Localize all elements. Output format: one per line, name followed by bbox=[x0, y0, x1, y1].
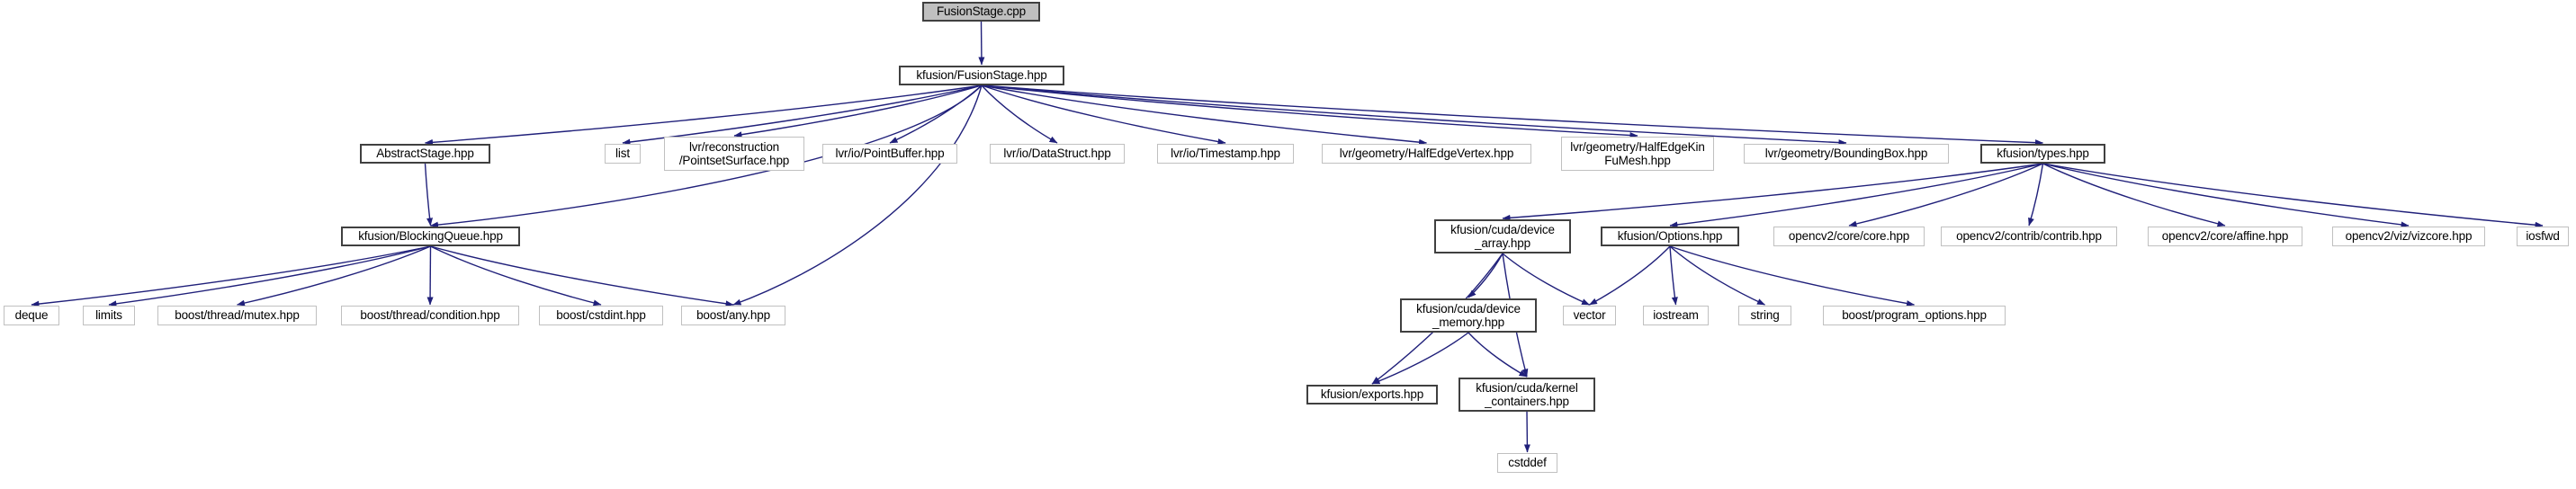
graph-edge-kfusion_blockingqueue--boost_condition bbox=[426, 245, 434, 306]
graph-edge-kfusion_fusionstage_hpp--lvr_halfedgevertex bbox=[981, 84, 1427, 146]
graph-edge-kfusion_fusionstage_hpp--lvr_datastruct bbox=[981, 84, 1058, 144]
graph-edge-kfusion_fusionstage_hpp--lvr_boundingbox bbox=[981, 84, 1847, 147]
graph-node-kfusion_types_hpp[interactable]: kfusion/types.hpp bbox=[1980, 144, 2105, 164]
graph-edge-kfusion_types_hpp--iosfwd bbox=[2042, 163, 2544, 228]
graph-edge-kfusion_blockingqueue--boost_cstdint bbox=[430, 245, 602, 307]
graph-node-lvr_timestamp[interactable]: lvr/io/Timestamp.hpp bbox=[1157, 144, 1294, 164]
graph-node-kfusion_kernel_containers[interactable]: kfusion/cuda/kernel _containers.hpp bbox=[1459, 378, 1595, 412]
graph-edge-kfusion_device_array--vector bbox=[1502, 253, 1590, 306]
graph-edge-kfusion_fusionstage_hpp--lvr_pointbuffer bbox=[889, 84, 983, 144]
graph-edge-kfusion_types_hpp--opencv_core_affine bbox=[2042, 163, 2226, 227]
graph-edge-kfusion_types_hpp--kfusion_options bbox=[1669, 163, 2043, 228]
graph-node-kfusion_options[interactable]: kfusion/Options.hpp bbox=[1601, 227, 1739, 246]
graph-edge-kfusion_types_hpp--opencv_viz_vizcore bbox=[2042, 163, 2410, 228]
graph-node-boost_mutex[interactable]: boost/thread/mutex.hpp bbox=[157, 306, 317, 325]
graph-edge-kfusion_options--vector bbox=[1589, 245, 1671, 306]
graph-edge-kfusion_fusionstage_hpp--lvr_pointsetsurface bbox=[733, 84, 983, 138]
graph-node-boost_condition[interactable]: boost/thread/condition.hpp bbox=[341, 306, 519, 325]
graph-edge-kfusion_blockingqueue--boost_any bbox=[430, 245, 734, 307]
graph-edge-abstractstage_hpp--kfusion_blockingqueue bbox=[424, 163, 433, 227]
graph-edge-kfusion_blockingqueue--limits bbox=[108, 245, 431, 307]
graph-edge-kfusion_types_hpp--opencv_contrib bbox=[2028, 163, 2044, 227]
graph-edge-kfusion_blockingqueue--deque bbox=[31, 245, 431, 307]
graph-node-limits[interactable]: limits bbox=[83, 306, 135, 325]
graph-node-iostream[interactable]: iostream bbox=[1643, 306, 1709, 325]
graph-node-lvr_halfedgevertex[interactable]: lvr/geometry/HalfEdgeVertex.hpp bbox=[1322, 144, 1531, 164]
graph-edge-kfusion_fusionstage_hpp--kfusion_types_hpp bbox=[981, 84, 2043, 147]
graph-edge-kfusion_types_hpp--kfusion_device_array bbox=[1502, 163, 2043, 221]
graph-node-cstddef[interactable]: cstddef bbox=[1497, 453, 1557, 473]
graph-node-lvr_pointbuffer[interactable]: lvr/io/PointBuffer.hpp bbox=[822, 144, 957, 164]
graph-node-opencv_core_core[interactable]: opencv2/core/core.hpp bbox=[1773, 227, 1925, 246]
graph-node-opencv_viz_vizcore[interactable]: opencv2/viz/vizcore.hpp bbox=[2332, 227, 2485, 246]
graph-node-boost_program_options[interactable]: boost/program_options.hpp bbox=[1823, 306, 2006, 325]
graph-edge-kfusion_fusionstage_hpp--kfusion_blockingqueue bbox=[430, 84, 983, 228]
graph-node-list[interactable]: list bbox=[605, 144, 641, 164]
graph-node-string[interactable]: string bbox=[1738, 306, 1791, 325]
graph-edge-kfusion_fusionstage_hpp--list bbox=[622, 84, 983, 146]
graph-node-iosfwd[interactable]: iosfwd bbox=[2517, 227, 2569, 246]
graph-edge-kfusion_types_hpp--opencv_core_core bbox=[1848, 163, 2043, 227]
graph-node-opencv_contrib[interactable]: opencv2/contrib/contrib.hpp bbox=[1941, 227, 2117, 246]
graph-edge-kfusion_fusionstage_hpp--boost_any bbox=[732, 84, 983, 306]
graph-node-abstractstage_hpp[interactable]: AbstractStage.hpp bbox=[360, 144, 490, 164]
graph-edge-kfusion_options--iostream bbox=[1669, 245, 1678, 306]
graph-edge-kfusion_options--string bbox=[1669, 245, 1765, 306]
graph-edge-kfusion_device_memory--kfusion_exports bbox=[1371, 332, 1469, 385]
graph-node-kfusion_device_memory[interactable]: kfusion/cuda/device _memory.hpp bbox=[1400, 298, 1537, 333]
graph-edge-kfusion_device_memory--kfusion_kernel_containers bbox=[1468, 332, 1528, 378]
graph-node-kfusion_device_array[interactable]: kfusion/cuda/device _array.hpp bbox=[1434, 219, 1571, 253]
graph-node-lvr_datastruct[interactable]: lvr/io/DataStruct.hpp bbox=[990, 144, 1125, 164]
graph-edge-kfusion_kernel_containers--cstddef bbox=[1523, 411, 1530, 453]
graph-edge-kfusion_options--boost_program_options bbox=[1669, 245, 1915, 307]
graph-node-lvr_pointsetsurface[interactable]: lvr/reconstruction /PointsetSurface.hpp bbox=[664, 137, 804, 171]
graph-node-kfusion_blockingqueue[interactable]: kfusion/BlockingQueue.hpp bbox=[341, 227, 520, 246]
graph-edge-kfusion_fusionstage_hpp--lvr_halfedgekinfumesh bbox=[981, 84, 1638, 139]
graph-node-lvr_boundingbox[interactable]: lvr/geometry/BoundingBox.hpp bbox=[1744, 144, 1949, 164]
graph-node-boost_cstdint[interactable]: boost/cstdint.hpp bbox=[539, 306, 663, 325]
graph-edge-kfusion_fusionstage_hpp--abstractstage_hpp bbox=[425, 84, 983, 146]
graph-node-vector[interactable]: vector bbox=[1563, 306, 1616, 325]
graph-node-kfusion_fusionstage_hpp[interactable]: kfusion/FusionStage.hpp bbox=[899, 66, 1064, 85]
graph-node-lvr_halfedgekinfumesh[interactable]: lvr/geometry/HalfEdgeKin FuMesh.hpp bbox=[1561, 137, 1714, 171]
graph-edge-kfusion_blockingqueue--boost_mutex bbox=[237, 245, 431, 307]
graph-node-kfusion_exports[interactable]: kfusion/exports.hpp bbox=[1306, 385, 1438, 405]
graph-node-deque[interactable]: deque bbox=[4, 306, 59, 325]
graph-node-fusionstage_cpp[interactable]: FusionStage.cpp bbox=[922, 2, 1040, 22]
graph-node-boost_any[interactable]: boost/any.hpp bbox=[681, 306, 785, 325]
graph-node-opencv_core_affine[interactable]: opencv2/core/affine.hpp bbox=[2148, 227, 2302, 246]
edges-group bbox=[31, 21, 2544, 453]
graph-edge-kfusion_fusionstage_hpp--lvr_timestamp bbox=[981, 84, 1226, 145]
graph-edge-fusionstage_cpp--kfusion_fusionstage_hpp bbox=[978, 21, 985, 66]
